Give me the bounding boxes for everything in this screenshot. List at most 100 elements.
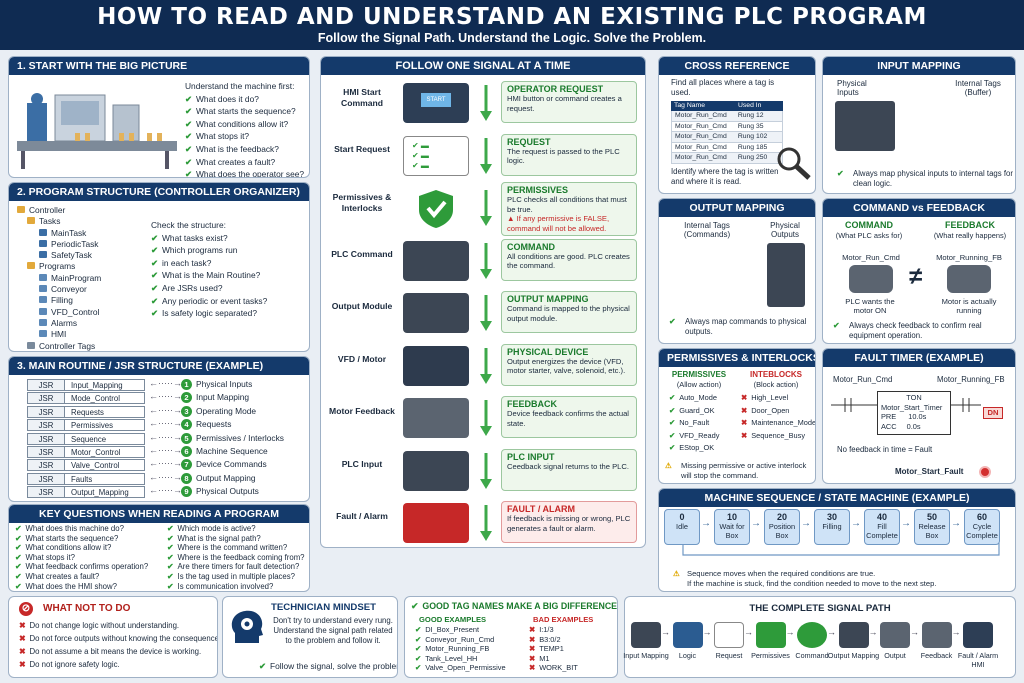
jsr-label: JSR bbox=[27, 379, 65, 391]
state-name: Release Box bbox=[918, 522, 946, 540]
check-icon: ✔ bbox=[15, 571, 22, 581]
arrow-icon: ←·····→ bbox=[149, 431, 182, 442]
step-number: 6 bbox=[181, 446, 192, 457]
command-sub: (What PLC asks for) bbox=[835, 231, 903, 240]
big-picture-panel: 1. START WITH THE BIG PICTURE Understand… bbox=[8, 56, 310, 178]
routine-name[interactable]: Requests bbox=[65, 405, 145, 418]
tree-node[interactable]: Conveyor bbox=[17, 284, 101, 295]
list-item-text: Do not change logic without understandin… bbox=[29, 621, 180, 630]
machine-illustration bbox=[17, 93, 177, 169]
list-item: ✔What is the signal path? bbox=[167, 534, 305, 544]
what-not-to-do-header: WHAT NOT TO DO bbox=[43, 603, 131, 614]
tree-node[interactable]: MainProgram bbox=[17, 273, 101, 284]
check-icon: ✔ bbox=[833, 321, 840, 330]
command-vs-feedback-header: COMMAND vs FEEDBACK bbox=[823, 199, 1015, 217]
list-item: ✔What does the HMI show? bbox=[15, 581, 148, 591]
bad-examples-label: BAD EXAMPLES bbox=[533, 615, 594, 624]
check-icon: ✔ bbox=[415, 625, 422, 634]
list-item: ✖Do not ignore safety logic. bbox=[19, 658, 217, 671]
signal-step-title: OPERATOR REQUEST bbox=[507, 84, 604, 94]
x-icon: ✖ bbox=[19, 621, 26, 630]
routine-name[interactable]: Mode_Control bbox=[65, 392, 145, 405]
alarm-beacon-icon bbox=[403, 503, 469, 543]
list-item: ✔Any periodic or event tasks? bbox=[151, 295, 267, 308]
routine-step-text: Device Commands bbox=[196, 459, 267, 470]
tree-node[interactable]: Alarms bbox=[17, 318, 101, 329]
check-icon: ✔ bbox=[15, 533, 22, 543]
routine-step-text: Permissives / Interlocks bbox=[196, 432, 284, 443]
tree-node[interactable]: PeriodicTask bbox=[17, 239, 101, 250]
sequence-note-line: Sequence moves when the required conditi… bbox=[687, 569, 876, 578]
list-item: ✖Sequence_Busy bbox=[741, 430, 815, 443]
warning-icon: ⚠ bbox=[665, 461, 672, 470]
hmi-start-button[interactable]: START bbox=[421, 93, 451, 107]
routine-name[interactable]: Output_Mapping bbox=[65, 486, 145, 499]
cross-reference-panel: CROSS REFERENCE Find all places where a … bbox=[658, 56, 816, 194]
list-item: ✔Are JSRs used? bbox=[151, 282, 267, 295]
signal-step-desc: Device feedback confirms the actual stat… bbox=[507, 409, 629, 428]
list-item: ✖I:1/3 bbox=[529, 625, 578, 635]
routine-name[interactable]: Valve_Control bbox=[65, 459, 145, 472]
routine-name[interactable]: Sequence bbox=[65, 432, 145, 445]
plc-input-icon bbox=[403, 450, 469, 491]
tree-node[interactable]: Tasks bbox=[17, 216, 101, 227]
check-icon: ✔ bbox=[415, 663, 422, 673]
check-icon: ✔ bbox=[415, 653, 422, 663]
list-item: ✔What conditions allow it? bbox=[185, 118, 304, 131]
check-icon: ✔ bbox=[151, 245, 159, 256]
interlocks-sub: (Block action) bbox=[753, 380, 799, 389]
routine-step-text: Machine Sequence bbox=[196, 446, 268, 456]
step-number: 5 bbox=[181, 432, 192, 444]
routine-name[interactable]: Faults bbox=[65, 472, 145, 485]
technician-mindset-panel: TECHNICIAN MINDSET Don't try to understa… bbox=[222, 596, 398, 678]
path-label: Input Mapping bbox=[623, 651, 669, 660]
fault-timer-note: No feedback in time = Fault bbox=[837, 445, 933, 454]
list-item-text: What does the HMI show? bbox=[25, 581, 117, 591]
signal-step-label: Permissives & Interlocks bbox=[332, 192, 392, 213]
tree-node-label: Controller Tags bbox=[39, 340, 96, 351]
list-item-text: Valve_Open_Permissive bbox=[425, 663, 506, 673]
tree-node[interactable]: Controller Tags bbox=[17, 340, 101, 351]
tree-node[interactable]: SafetyTask bbox=[17, 250, 101, 261]
xref-rung: Rung 250 bbox=[737, 154, 768, 161]
tree-node[interactable]: Programs bbox=[17, 261, 101, 272]
list-item-text: No_Fault bbox=[679, 418, 710, 428]
signal-step-desc: PLC checks all conditions that must be t… bbox=[507, 195, 627, 214]
prohibited-icon: ⊘ bbox=[19, 602, 33, 616]
list-item-text: Is safety logic separated? bbox=[162, 308, 258, 319]
hmi-screen-icon: START bbox=[403, 83, 469, 123]
list-item: ✔Is the tag used in multiple places? bbox=[167, 572, 305, 582]
signal-step-desc: Output energizes the device (VFD, motor … bbox=[507, 356, 626, 376]
tree-node[interactable]: Controller bbox=[17, 205, 101, 216]
output-mapping-right-label: Physical Outputs bbox=[770, 221, 800, 239]
list-item-text: What starts the sequence? bbox=[196, 106, 296, 117]
routine-name[interactable]: Input_Mapping bbox=[65, 379, 145, 391]
feedback-sub: (What really happens) bbox=[933, 231, 1007, 240]
tree-node[interactable]: VFD_Control bbox=[17, 307, 101, 318]
x-icon: ✖ bbox=[741, 405, 748, 415]
output-mapping-header: OUTPUT MAPPING bbox=[659, 199, 815, 217]
command-vs-feedback-panel: COMMAND vs FEEDBACK COMMAND (What PLC as… bbox=[822, 198, 1016, 344]
signal-step-title: FEEDBACK bbox=[507, 399, 558, 409]
routine-name[interactable]: Permissives bbox=[65, 419, 145, 432]
tree-node[interactable]: MainTask bbox=[17, 228, 101, 239]
key-questions-header: KEY QUESTIONS WHEN READING A PROGRAM bbox=[9, 505, 309, 523]
warning-icon: ⚠ bbox=[673, 569, 680, 578]
state-name: Filling bbox=[822, 522, 842, 531]
fault-timer-input-tag: Motor_Run_Cmd bbox=[833, 375, 893, 384]
list-item: ✔Motor_Running_FB bbox=[415, 644, 506, 654]
routine-name[interactable]: Motor_Control bbox=[65, 446, 145, 458]
tree-node[interactable]: Filling bbox=[17, 295, 101, 306]
jsr-label: JSR bbox=[27, 432, 65, 445]
jsr-label: JSR bbox=[27, 446, 65, 458]
tree-node[interactable]: HMI bbox=[17, 329, 101, 340]
